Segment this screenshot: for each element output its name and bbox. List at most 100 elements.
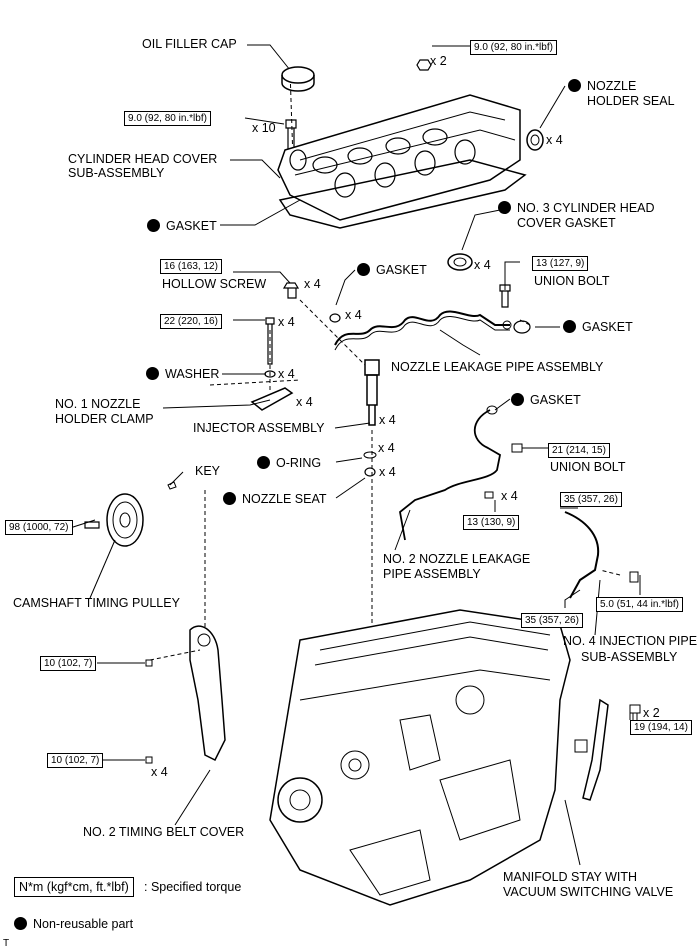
qty-washer: x 4 <box>278 367 295 381</box>
leader-pulley-box <box>69 519 96 529</box>
torque-cover-bolt: 9.0 (92, 80 in.*lbf) <box>124 111 211 126</box>
label-key: KEY <box>195 464 221 478</box>
leader-injector <box>334 422 371 429</box>
torque-no4-top: 35 (357, 26) <box>560 492 622 507</box>
nut-icon <box>416 59 432 71</box>
label-no1-clamp-2: HOLDER CLAMP <box>55 412 154 426</box>
label-nozzle-seal-2: HOLDER SEAL <box>587 94 675 108</box>
label-no1-clamp-1: NO. 1 NOZZLE <box>55 397 141 411</box>
label-no2-leak-1: NO. 2 NOZZLE LEAKAGE <box>383 552 531 566</box>
leader-oring <box>335 457 363 463</box>
torque-no4-bot: 35 (357, 26) <box>521 613 583 628</box>
torque-hollow: 16 (163, 12) <box>160 259 222 274</box>
label-nozzle-leakage-pipe: NOZZLE LEAKAGE PIPE ASSEMBLY <box>391 360 604 374</box>
qty-clamp-bolt: x 4 <box>278 315 295 329</box>
leader-seat <box>335 477 366 499</box>
no4-injection-pipe-icon <box>564 511 600 599</box>
label-no2-belt-cover: NO. 2 TIMING BELT COVER <box>83 825 245 839</box>
gasket-icon <box>278 159 527 229</box>
timing-belt-cover-icon <box>189 625 226 762</box>
oil-filler-cap-icon <box>281 66 315 84</box>
cylinder-head-cover-icon <box>277 94 521 221</box>
holder-clamp-icon <box>250 387 294 411</box>
label-nozzle-seal-1: NOZZLE <box>568 79 636 94</box>
seal-icon <box>526 129 544 151</box>
no2-leak-pipe-icon <box>399 409 502 541</box>
leader-gasket-h <box>335 269 356 306</box>
label-gasket-union: GASKET <box>563 320 633 335</box>
leader-clamp <box>162 399 271 409</box>
label-injector: INJECTOR ASSEMBLY <box>193 421 325 435</box>
label-cylinder-head-cover-2: SUB-ASSEMBLY <box>68 166 165 180</box>
label-union-bolt-mid: UNION BOLT <box>550 460 626 474</box>
nonreusable-dot <box>223 492 236 505</box>
torque-cover1: 10 (102, 7) <box>40 656 97 671</box>
engine-block-icon <box>269 609 571 906</box>
label-union-bolt-top: UNION BOLT <box>534 274 610 288</box>
label-nozzle-seat: NOZZLE SEAT <box>223 492 327 507</box>
torque-manifold: 19 (194, 14) <box>630 720 692 735</box>
label-no2-leak-2: PIPE ASSEMBLY <box>383 567 481 581</box>
qty-hollow: x 4 <box>304 277 321 291</box>
legend-torque-box: N*m (kgf*cm, ft.*lbf) <box>14 877 134 897</box>
label-washer: WASHER <box>146 367 219 382</box>
leader-hollow-box <box>233 271 291 284</box>
leader-belt-cover <box>174 769 211 826</box>
leader-union-top <box>504 261 520 290</box>
clamp-bolt-icon <box>265 317 275 365</box>
torque-clamp: 22 (220, 16) <box>160 314 222 329</box>
qty-oring: x 4 <box>378 441 395 455</box>
torque-pulley: 98 (1000, 72) <box>5 520 73 535</box>
torque-no4-clamp: 5.0 (51, 44 in.*lbf) <box>596 597 683 612</box>
torque-no2-bolt: 13 (130, 9) <box>463 515 520 530</box>
manifold-stay-icon <box>582 698 609 801</box>
label-no3-gasket-2: COVER GASKET <box>517 216 616 230</box>
torque-cover2: 10 (102, 7) <box>47 753 104 768</box>
label-o-ring: O-RING <box>257 456 321 471</box>
torque-union-mid: 21 (214, 15) <box>548 443 610 458</box>
label-gasket-main: GASKET <box>147 219 217 234</box>
nozzle-leakage-pipe-icon <box>334 310 510 346</box>
nonreusable-dot <box>511 393 524 406</box>
legend-torque-text: : Specified torque <box>144 880 242 894</box>
nonreusable-dot <box>14 917 27 930</box>
leader-manifold <box>564 799 581 866</box>
qty-no3: x 4 <box>474 258 491 272</box>
qty-injector: x 4 <box>379 413 396 427</box>
label-hollow-screw: HOLLOW SCREW <box>162 277 267 291</box>
leader-oil-cap <box>247 44 291 71</box>
nonreusable-dot <box>146 367 159 380</box>
leader-seal <box>539 85 566 129</box>
leader-pulley <box>89 539 116 599</box>
footer-mark: T <box>3 938 10 949</box>
label-gasket-hollow: GASKET <box>357 263 427 278</box>
label-manifold-1: MANIFOLD STAY WITH <box>503 870 638 884</box>
qty-nut: x 2 <box>430 54 447 68</box>
leader-cover-bolt <box>244 117 285 125</box>
leader-leak <box>439 329 481 356</box>
nonreusable-dot <box>147 219 160 232</box>
label-no3-gasket-1: NO. 3 CYLINDER HEAD <box>498 201 655 216</box>
label-no4-pipe-2: SUB-ASSEMBLY <box>581 650 678 664</box>
legend-nonreusable: Non-reusable part <box>14 917 133 932</box>
nonreusable-dot <box>498 201 511 214</box>
leader-gasket-no2 <box>494 398 511 411</box>
leader-no4-bot <box>564 589 581 608</box>
nonreusable-dot <box>357 263 370 276</box>
qty-cover: x 4 <box>151 765 168 779</box>
qty-seal: x 4 <box>546 133 563 147</box>
label-cylinder-head-cover-1: CYLINDER HEAD COVER <box>68 152 218 166</box>
qty-gasket-h: x 4 <box>345 308 362 322</box>
qty-seat: x 4 <box>379 465 396 479</box>
hollow-screw-icon <box>282 282 300 299</box>
injector-icon <box>364 359 380 376</box>
union-bolt-icon <box>499 284 511 308</box>
qty-no2-bolt: x 4 <box>501 489 518 503</box>
qty-clamp: x 4 <box>296 395 313 409</box>
nonreusable-dot <box>563 320 576 333</box>
label-gasket-no2: GASKET <box>511 393 581 408</box>
torque-union-top: 13 (127, 9) <box>532 256 589 271</box>
label-camshaft-pulley: CAMSHAFT TIMING PULLEY <box>13 596 180 610</box>
